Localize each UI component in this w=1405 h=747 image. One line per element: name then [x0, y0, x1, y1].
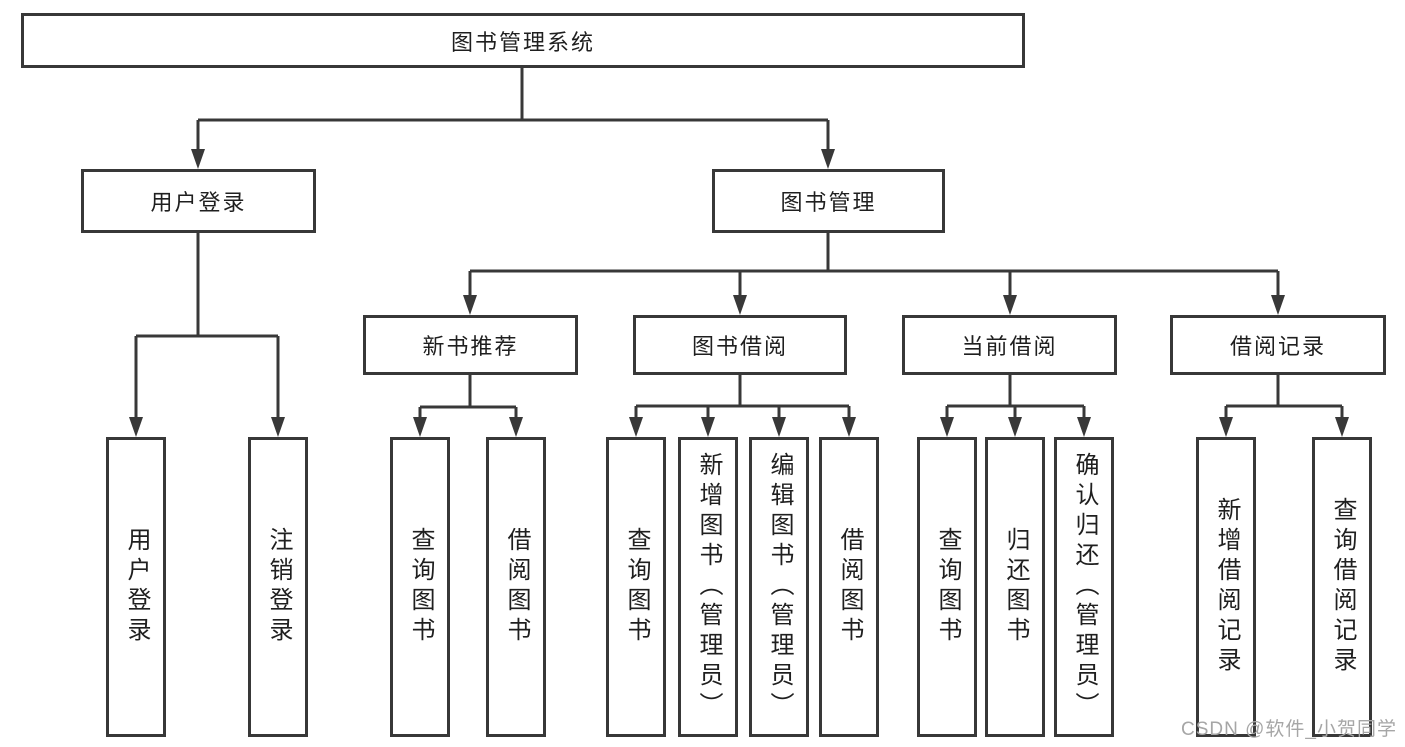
leaf-return-books: 归还图书 — [985, 437, 1045, 737]
leaf-confirm-return-admin: 确认归还（管理员） — [1054, 437, 1114, 737]
leaf-user-login: 用户登录 — [106, 437, 166, 737]
leaf-recommend-borrow-books: 借阅图书 — [486, 437, 546, 737]
leaf-logout-label: 注销登录 — [265, 527, 292, 647]
leaf-add-borrow-record: 新增借阅记录 — [1196, 437, 1256, 737]
node-user-login: 用户登录 — [81, 169, 316, 233]
node-book-management-label: 图书管理 — [780, 190, 877, 215]
leaf-borrow-query-books: 查询图书 — [606, 437, 666, 737]
leaf-return-books-label: 归还图书 — [1002, 527, 1029, 647]
arrowheads — [129, 149, 1349, 437]
node-current-borrow: 当前借阅 — [902, 315, 1117, 375]
leaf-user-login-label: 用户登录 — [123, 527, 150, 647]
leaf-recommend-query-books: 查询图书 — [390, 437, 450, 737]
csdn-watermark: CSDN @软件_小贺同学 — [1181, 719, 1397, 740]
node-library-system: 图书管理系统 — [21, 13, 1025, 68]
leaf-query-borrow-record: 查询借阅记录 — [1312, 437, 1372, 737]
leaf-add-borrow-record-label: 新增借阅记录 — [1213, 497, 1240, 677]
leaf-logout: 注销登录 — [248, 437, 308, 737]
leaf-confirm-return-admin-label: 确认归还（管理员） — [1071, 452, 1098, 722]
leaf-edit-books-admin-label: 编辑图书（管理员） — [766, 452, 793, 722]
leaf-borrow-query-books-label: 查询图书 — [623, 527, 650, 647]
leaf-borrow-books-label: 借阅图书 — [836, 527, 863, 647]
node-book-management: 图书管理 — [712, 169, 945, 233]
node-book-borrow-label: 图书借阅 — [691, 334, 788, 359]
node-new-book-recommend: 新书推荐 — [363, 315, 578, 375]
node-new-book-recommend-label: 新书推荐 — [422, 334, 519, 359]
node-borrow-records-label: 借阅记录 — [1229, 334, 1326, 359]
node-library-system-label: 图书管理系统 — [450, 29, 595, 55]
leaf-add-books-admin: 新增图书（管理员） — [678, 437, 738, 737]
leaf-add-books-admin-label: 新增图书（管理员） — [695, 452, 722, 722]
leaf-query-borrow-record-label: 查询借阅记录 — [1329, 497, 1356, 677]
leaf-recommend-query-books-label: 查询图书 — [407, 527, 434, 647]
leaf-borrow-books: 借阅图书 — [819, 437, 879, 737]
leaf-current-query-books: 查询图书 — [917, 437, 977, 737]
node-borrow-records: 借阅记录 — [1170, 315, 1386, 375]
node-user-login-label: 用户登录 — [150, 190, 247, 215]
leaf-edit-books-admin: 编辑图书（管理员） — [749, 437, 809, 737]
leaf-current-query-books-label: 查询图书 — [934, 527, 961, 647]
leaf-recommend-borrow-books-label: 借阅图书 — [503, 527, 530, 647]
connector-paths — [134, 68, 1344, 421]
node-book-borrow: 图书借阅 — [633, 315, 847, 375]
node-current-borrow-label: 当前借阅 — [961, 334, 1058, 359]
